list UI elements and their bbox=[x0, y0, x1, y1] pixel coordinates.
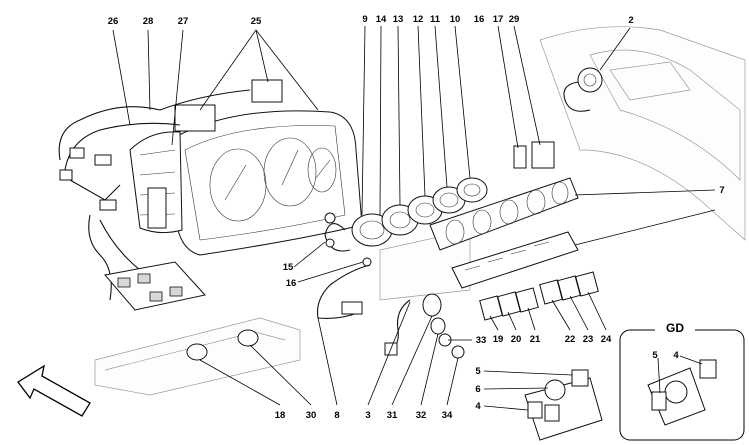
gd-inset: GD bbox=[619, 321, 745, 441]
lower-left-parts bbox=[186, 329, 259, 361]
label-23: 23 bbox=[583, 334, 594, 345]
gauges-row bbox=[324, 177, 488, 267]
inset-title: GD bbox=[666, 321, 684, 335]
bottom-switch-assembly bbox=[524, 369, 603, 441]
label-28: 28 bbox=[143, 16, 154, 27]
label-16: 16 bbox=[474, 14, 485, 25]
label-34: 34 bbox=[442, 410, 453, 421]
label-31: 31 bbox=[387, 410, 398, 421]
label-25: 25 bbox=[251, 16, 262, 27]
label-11: 11 bbox=[430, 14, 441, 25]
label-15: 15 bbox=[283, 262, 294, 273]
label-7: 7 bbox=[719, 185, 724, 196]
gauge-bezel-panel bbox=[429, 177, 579, 251]
label-16b: 16 bbox=[286, 278, 297, 289]
label-3: 3 bbox=[365, 410, 370, 421]
label-19: 19 bbox=[493, 334, 504, 345]
label-17: 17 bbox=[493, 14, 504, 25]
label-6: 6 bbox=[475, 384, 480, 395]
label-26: 26 bbox=[108, 16, 119, 27]
label-14: 14 bbox=[376, 14, 387, 25]
label-29: 29 bbox=[509, 14, 520, 25]
label-10: 10 bbox=[450, 14, 461, 25]
label-18: 18 bbox=[275, 410, 286, 421]
label-30: 30 bbox=[306, 410, 317, 421]
label-33: 33 bbox=[476, 335, 487, 346]
label-2: 2 bbox=[628, 15, 633, 26]
label-4: 4 bbox=[475, 401, 481, 412]
switch-panel-frame bbox=[451, 231, 579, 289]
label-22: 22 bbox=[565, 334, 576, 345]
label-9: 9 bbox=[362, 14, 367, 25]
leader-lines bbox=[112, 25, 716, 411]
instrument-cluster-housing bbox=[129, 79, 363, 256]
label-21: 21 bbox=[530, 334, 541, 345]
label-8: 8 bbox=[334, 410, 339, 421]
part-number-labels: 26 28 27 25 9 14 13 12 11 10 16 17 29 2 … bbox=[108, 14, 725, 421]
label-4b: 4 bbox=[673, 350, 679, 361]
label-27: 27 bbox=[178, 16, 189, 27]
direction-arrow-icon bbox=[17, 364, 91, 417]
label-12: 12 bbox=[413, 14, 424, 25]
label-5: 5 bbox=[475, 366, 481, 377]
label-13: 13 bbox=[393, 14, 404, 25]
switches-row bbox=[479, 271, 599, 321]
sensor-and-connectors bbox=[513, 67, 603, 169]
label-5b: 5 bbox=[652, 350, 658, 361]
label-24: 24 bbox=[601, 334, 612, 345]
wiring-harness-left bbox=[58, 89, 251, 311]
label-20: 20 bbox=[511, 334, 522, 345]
label-32: 32 bbox=[416, 410, 427, 421]
